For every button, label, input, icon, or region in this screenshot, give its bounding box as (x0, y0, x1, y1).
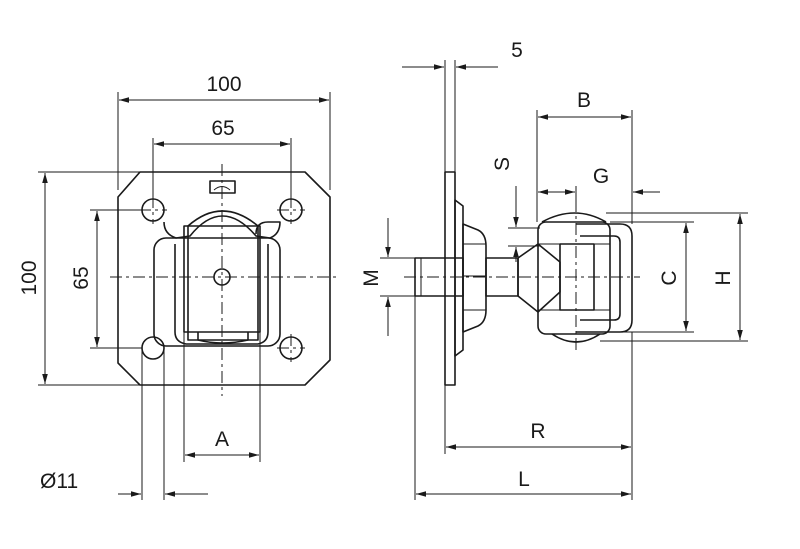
nut-bottom (197, 332, 249, 344)
dim-label-c: C (658, 270, 681, 285)
dim-label-g: G (593, 165, 609, 188)
pin-housing (537, 221, 611, 335)
side-view: 5 B G S M C H R (360, 39, 748, 500)
dim-label-plate-thickness: 5 (511, 39, 523, 62)
dim-label-hole-diameter: Ø11 (40, 470, 78, 493)
side-nut (462, 223, 487, 333)
dim-label-a: A (215, 428, 229, 451)
boss-inner-arch (187, 210, 259, 341)
dim-label-hole-spacing-x: 65 (211, 117, 234, 140)
dim-label-s: S (491, 157, 514, 171)
hinge-strap-inner (580, 235, 621, 321)
hinge-neck (517, 243, 561, 313)
dim-label-l: L (518, 468, 530, 491)
front-view: 100 65 100 65 A Ø11 (18, 73, 338, 500)
side-boss (454, 199, 464, 357)
dim-label-overall-height: 100 (18, 260, 41, 295)
pin-cap-top (541, 212, 607, 223)
boss-frame (153, 237, 281, 347)
dim-label-r: R (530, 420, 545, 443)
hinge-strap (576, 223, 633, 333)
dim-label-h: H (712, 270, 735, 285)
dim-label-overall-width: 100 (206, 73, 241, 96)
dim-label-m: M (360, 269, 383, 287)
base-plate-outline (117, 171, 331, 386)
dim-label-hole-spacing-y: 65 (70, 266, 93, 289)
top-tab-slot (213, 186, 231, 191)
side-base-plate (444, 171, 456, 386)
mounting-hole-bottom-left (141, 336, 165, 360)
dim-label-b: B (577, 89, 591, 112)
